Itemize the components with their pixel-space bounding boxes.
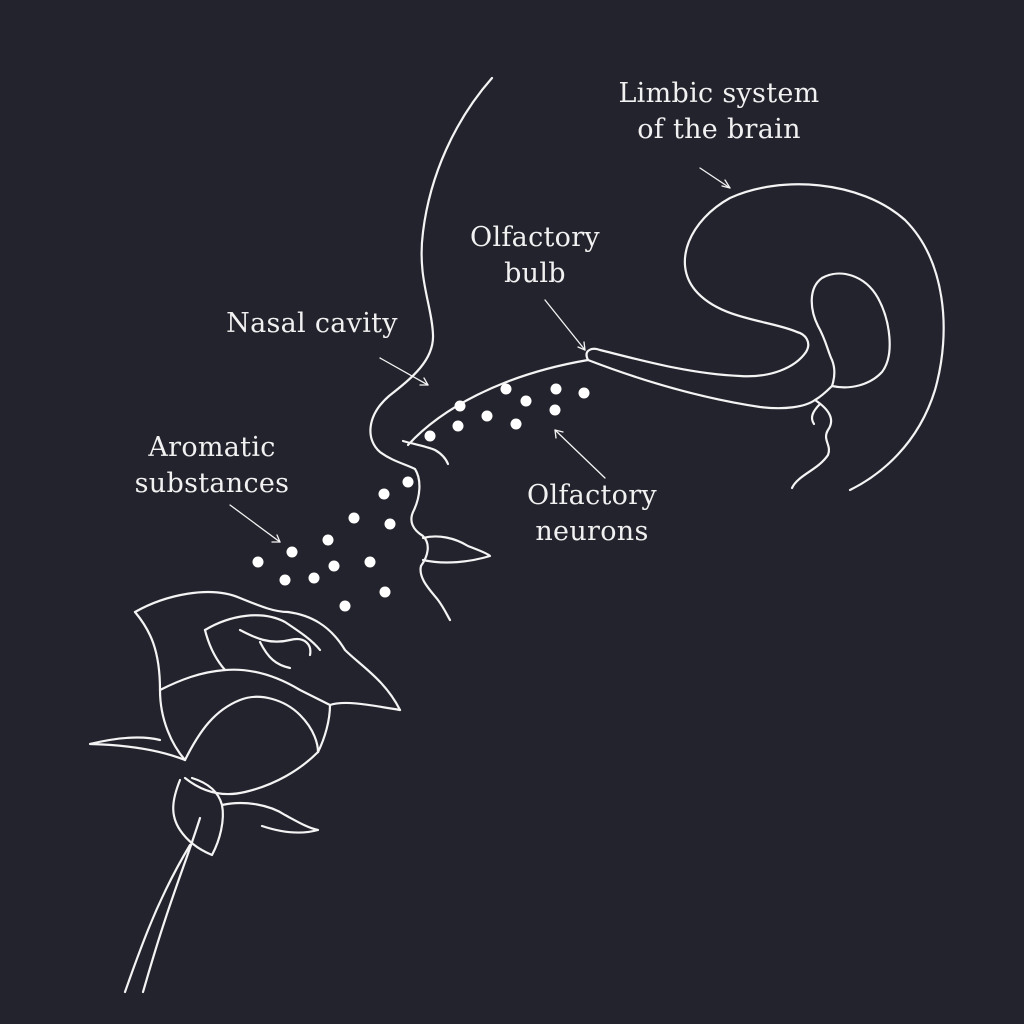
bulb-arrow-icon [544, 299, 586, 351]
olfactory-bulb-line1: Olfactory [470, 222, 600, 253]
nasal-arrow-icon [379, 357, 429, 386]
olfactory-tract-icon [406, 330, 834, 447]
olfactory-neurons-line2: neurons [535, 516, 649, 547]
aromatic-arrow-icon [229, 504, 281, 543]
annotation-arrows [229, 167, 731, 543]
olfactory-bulb-label: Olfactory bulb [455, 220, 615, 292]
limbic-arrow-icon [699, 167, 731, 189]
olfactory-bulb-line2: bulb [504, 258, 566, 289]
aromatic-substances-line2: substances [134, 468, 290, 499]
aromatic-substances-line1: Aromatic [148, 432, 276, 463]
brain-limbic-icon [683, 183, 945, 492]
olfactory-neurons-line1: Olfactory [527, 480, 657, 511]
neurons-arrow-icon [554, 429, 606, 479]
olfactory-neurons-label: Olfactory neurons [512, 478, 672, 550]
aromatic-substances-label: Aromatic substances [122, 430, 302, 502]
limbic-system-label: Limbic system of the brain [605, 76, 833, 148]
scent-particles-icon [252, 383, 590, 612]
nasal-cavity-label: Nasal cavity [212, 306, 412, 342]
limbic-system-line2: of the brain [637, 114, 801, 145]
limbic-system-line1: Limbic system [618, 78, 820, 109]
face-profile-icon [369, 76, 494, 622]
rose-flower-icon [88, 591, 402, 994]
nasal-cavity-line1: Nasal cavity [226, 308, 398, 339]
